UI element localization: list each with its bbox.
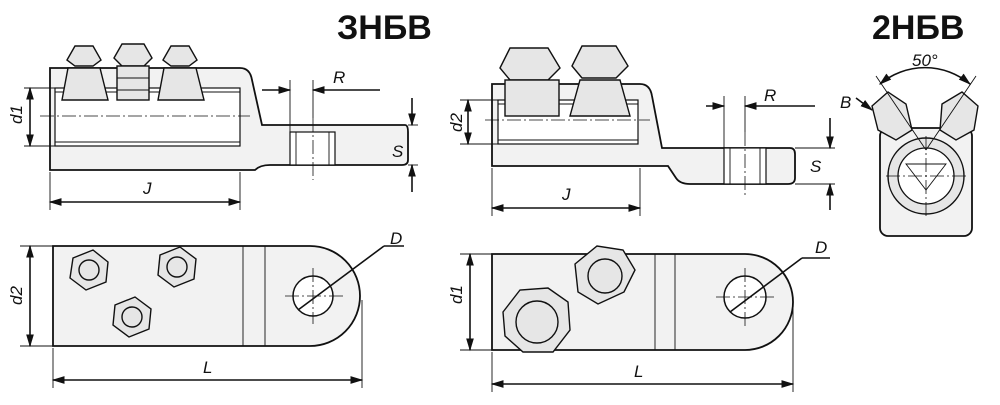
tongue-hole	[289, 131, 336, 166]
dim-l-left: L	[203, 358, 212, 377]
dim-r-left: R	[333, 68, 345, 87]
hex-head-2	[157, 246, 197, 288]
dim-angle: 50°	[912, 51, 938, 70]
title-3nbv: ЗНБВ	[337, 9, 432, 47]
hex-head-3	[112, 296, 152, 338]
dim-j-mid: J	[561, 185, 571, 204]
dim-d1-mid: d1	[447, 285, 466, 304]
title-2nbv: 2НБВ	[872, 9, 964, 47]
dim-d-left: D	[390, 229, 402, 248]
dim-s-left: S	[392, 142, 404, 161]
left-section-view: d1 J R S	[7, 43, 418, 210]
hex-head-mid-1	[574, 245, 636, 305]
dim-d2-mid: d2	[447, 113, 466, 132]
bolt-left-1	[61, 45, 109, 101]
dim-j-left: J	[142, 179, 152, 198]
dim-d2-left: d2	[7, 286, 26, 305]
dim-l-mid: L	[634, 362, 643, 381]
dim-r-mid: R	[764, 86, 776, 105]
bolt-left-3	[157, 45, 205, 101]
hex-head-mid-2	[502, 287, 571, 353]
bolt-mid-1	[499, 47, 561, 117]
dim-d1-left: d1	[7, 105, 26, 124]
hex-head-1	[69, 249, 109, 291]
dim-s-mid: S	[810, 157, 822, 176]
middle-section-view: d2 J R S	[447, 45, 835, 216]
middle-top-view: d1 L D	[447, 238, 830, 392]
right-end-view: 50° B	[840, 51, 979, 237]
left-top-view: d2 L D	[7, 229, 404, 388]
dim-b: B	[840, 93, 851, 112]
bolt-left-2	[113, 43, 153, 101]
bolt-mid-2	[569, 45, 631, 117]
dim-d-mid: D	[815, 238, 827, 257]
